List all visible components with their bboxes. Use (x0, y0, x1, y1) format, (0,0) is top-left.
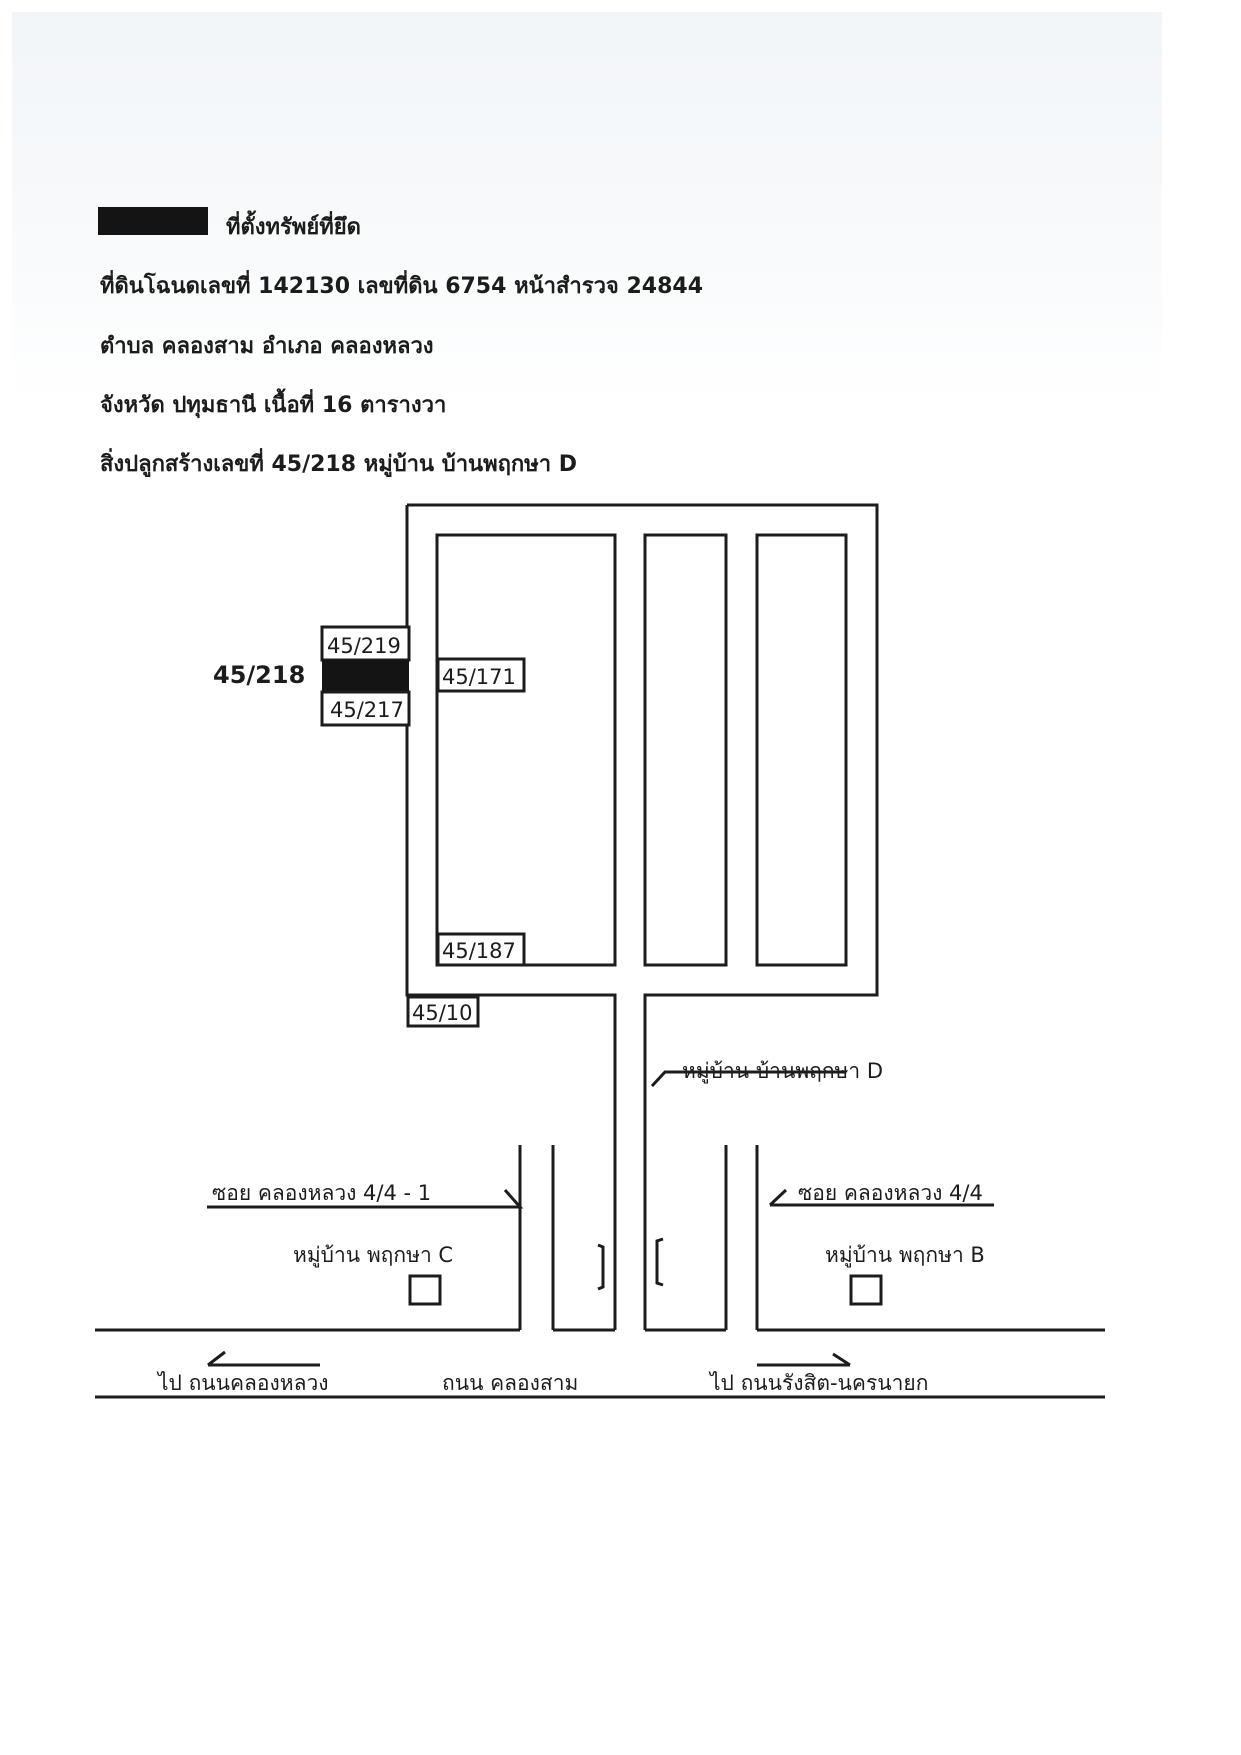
house-187-label: 45/187 (442, 939, 516, 963)
house-10-box (406, 995, 480, 1028)
village-d-label: หมู่บ้าน บ้านพฤกษา D (682, 1059, 883, 1084)
house-171-label: 45/171 (442, 665, 516, 689)
target-house-redacted (322, 660, 409, 692)
block-2 (643, 533, 728, 967)
block-3 (755, 533, 848, 967)
header-province-line: จังหวัด ปทุมธานี เนื้อที่ 16 ตารางวา (100, 393, 447, 418)
arrow-right-icon (757, 1352, 851, 1367)
house-217-box (320, 690, 411, 727)
village-b-square-icon (849, 1274, 883, 1306)
arrow-left-icon (207, 1350, 320, 1367)
header-building-line: สิ่งปลูกสร้างเลขที่ 45/218 หมู่บ้าน บ้าน… (100, 452, 578, 477)
leader-line-village (650, 1070, 845, 1088)
gate-right-icon (655, 1237, 664, 1287)
house-217-label: 45/217 (330, 698, 404, 722)
block-1 (435, 533, 617, 967)
house-187-box (436, 932, 526, 967)
header-location-line: ตำบล คลองสาม อำเภอ คลองหลวง (100, 334, 434, 359)
main-road-label: ถนน คลองสาม (442, 1371, 578, 1395)
target-house-label: 45/218 (213, 661, 305, 689)
house-10-label: 45/10 (412, 1001, 473, 1025)
gate-left-icon (597, 1243, 605, 1291)
house-219-box (320, 625, 411, 662)
village-b-label: หมู่บ้าน พฤกษา B (825, 1243, 985, 1268)
map-labels: หมู่บ้าน บ้านพฤกษา D ซอย คลองหลวง 4/4 - … (156, 1059, 985, 1395)
house-markers: 45/219 45/217 45/218 45/171 45/187 45/10 (213, 625, 883, 1306)
to-right-label: ไป ถนนรังสิต-นครนายก (708, 1371, 928, 1395)
to-left-label: ไป ถนนคลองหลวง (156, 1371, 329, 1395)
leader-line-soi-left (207, 1189, 524, 1209)
soi-right-label: ซอย คลองหลวง 4/4 (798, 1181, 983, 1205)
header-title: ที่ตั้งทรัพย์ที่ยึด (226, 215, 361, 240)
leader-line-soi-right (768, 1188, 994, 1207)
soi-left-label: ซอย คลองหลวง 4/4 - 1 (212, 1181, 431, 1205)
header-deed-line: ที่ดินโฉนดเลขที่ 142130 เลขที่ดิน 6754 ห… (100, 274, 704, 299)
village-outer-road (405, 503, 879, 1330)
village-c-label: หมู่บ้าน พฤกษา C (293, 1243, 453, 1268)
house-171-box (436, 657, 526, 693)
redacted-block (98, 207, 208, 235)
village-c-square-icon (408, 1274, 442, 1306)
house-219-label: 45/219 (327, 634, 401, 658)
map-roads (95, 503, 1105, 1399)
